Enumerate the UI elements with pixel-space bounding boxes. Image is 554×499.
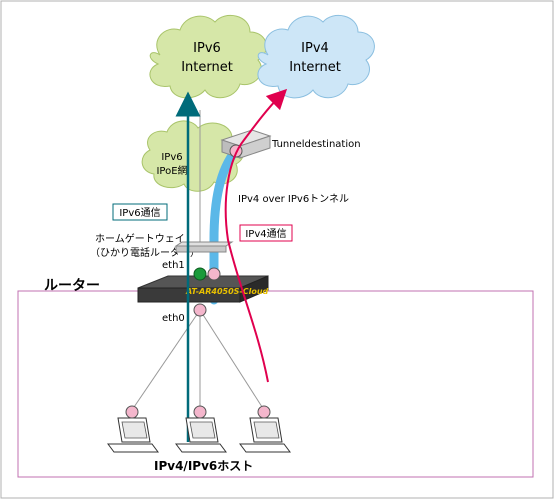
router-device: AT-AR4050S-Cloud — [137, 275, 269, 303]
host-laptop-right — [239, 405, 291, 453]
tunnel-destination-label: Tunneldestination — [271, 139, 361, 150]
eth1-ipv6-node — [193, 267, 207, 281]
eth1-ipv4-node — [207, 267, 221, 281]
ipv4-over-ipv6-label: IPv4 over IPv6トンネル — [238, 193, 349, 205]
ipoe-line1: IPv6 — [161, 152, 182, 163]
host-left-node — [125, 405, 139, 419]
ipv4-internet-line1: IPv4 — [301, 41, 329, 56]
ipv4-over-ipv6-tunnel — [209, 145, 241, 305]
ipv6-internet-line2: Internet — [181, 60, 233, 75]
host-laptop-center — [175, 405, 227, 453]
home-gateway-device — [174, 241, 234, 253]
ipoe-line2: IPoE網 — [156, 164, 187, 177]
host-right-node — [257, 405, 271, 419]
hosts-label: IPv4/IPv6ホスト — [154, 459, 253, 473]
eth1-label: eth1 — [162, 260, 185, 271]
eth0-label: eth0 — [162, 313, 185, 324]
ipv6-comm-badge — [112, 203, 168, 221]
ipv6-internet-cloud: IPv6 Internet — [149, 14, 267, 99]
ipv6-internet-line1: IPv6 — [193, 41, 221, 56]
ipoe-cloud: IPv6 IPoE網 — [141, 120, 245, 192]
ipv4-internet-line2: Internet — [289, 60, 341, 75]
home-gateway-label-2: （ひかり電話ルーター） — [90, 246, 200, 259]
host-laptop-left — [107, 405, 159, 453]
host-center-node — [193, 405, 207, 419]
ipv4-comm-badge — [239, 224, 293, 242]
eth0-node — [193, 303, 207, 317]
router-model-label: AT-AR4050S-Cloud — [185, 287, 269, 296]
router-label: ルーター — [44, 278, 100, 294]
lan-box — [17, 290, 534, 478]
ipv4-internet-cloud: IPv4 Internet — [257, 14, 375, 99]
ipv6-comm-label: IPv6通信 — [119, 207, 160, 219]
host-link-right — [199, 309, 265, 411]
host-link-left — [131, 309, 201, 411]
ipv4-comm-label: IPv4通信 — [245, 228, 286, 240]
ipv4-flow-arrow — [224, 88, 288, 383]
home-gateway-label-1: ホームゲートウェイ — [95, 233, 185, 245]
